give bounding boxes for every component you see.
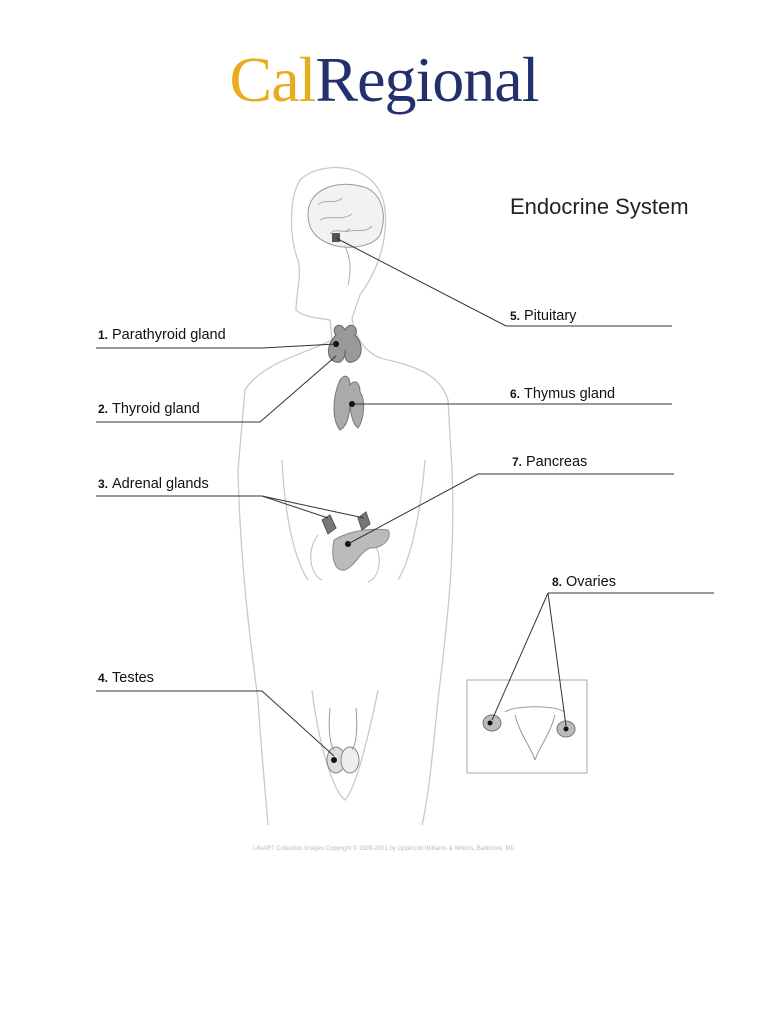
body-outline bbox=[237, 166, 454, 826]
label-number: 3. bbox=[98, 477, 109, 491]
label-text: Parathyroid gland bbox=[112, 327, 226, 343]
label-number: 2. bbox=[98, 402, 109, 416]
logo-regional: Regional bbox=[315, 44, 539, 115]
thymus-gland bbox=[333, 375, 365, 431]
label-number: 1. bbox=[98, 328, 109, 342]
leader-pancreas bbox=[347, 473, 674, 545]
ovaries-inset-box bbox=[466, 679, 588, 774]
label-thyroid: 2.Thyroid gland bbox=[98, 401, 200, 417]
testes bbox=[326, 707, 360, 774]
thyroid-gland bbox=[328, 324, 362, 363]
label-number: 7. bbox=[512, 455, 523, 469]
label-thymus: 6.Thymus gland bbox=[510, 386, 615, 402]
label-text: Adrenal glands bbox=[112, 476, 209, 492]
leader-lines bbox=[96, 237, 714, 757]
label-testes: 4.Testes bbox=[98, 670, 154, 686]
label-text: Thymus gland bbox=[524, 386, 616, 402]
leader-testes bbox=[96, 690, 335, 757]
label-ovaries: 8.Ovaries bbox=[552, 574, 616, 590]
pancreas bbox=[332, 528, 390, 571]
label-number: 6. bbox=[510, 387, 521, 401]
leader-adrenal bbox=[96, 495, 329, 519]
copyright-notice: LifeART Collection Images Copyright © 19… bbox=[253, 846, 515, 852]
label-adrenal: 3.Adrenal glands bbox=[98, 476, 209, 492]
leader-adrenal-2 bbox=[261, 495, 365, 519]
ovary-left-dot bbox=[487, 720, 493, 726]
leader-pituitary bbox=[335, 237, 672, 327]
thymus-dot bbox=[349, 401, 355, 407]
leader-ovary-right bbox=[547, 592, 567, 727]
label-text: Pancreas bbox=[526, 454, 588, 470]
label-number: 5. bbox=[510, 309, 521, 323]
testes-dot bbox=[331, 757, 337, 763]
label-parathyroid: 1.Parathyroid gland bbox=[98, 327, 226, 343]
adrenal-left bbox=[321, 514, 337, 535]
label-text: Ovaries bbox=[566, 574, 616, 590]
adrenal-right bbox=[357, 511, 371, 531]
label-text: Thyroid gland bbox=[112, 401, 200, 417]
logo-cal: Cal bbox=[229, 44, 317, 115]
diagram-title: Endocrine System bbox=[510, 194, 689, 219]
leader-ovary-left bbox=[491, 592, 549, 721]
leader-thyroid bbox=[96, 355, 337, 423]
pituitary-gland bbox=[332, 233, 340, 242]
label-text: Testes bbox=[112, 670, 154, 686]
calregional-logo: CalRegional bbox=[0, 40, 768, 120]
label-pancreas: 7.Pancreas bbox=[512, 454, 587, 470]
label-pituitary: 5.Pituitary bbox=[510, 308, 576, 324]
uterus bbox=[504, 706, 566, 761]
brain bbox=[307, 183, 384, 286]
label-number: 4. bbox=[98, 671, 109, 685]
label-text: Pituitary bbox=[524, 308, 577, 324]
label-number: 8. bbox=[552, 575, 563, 589]
leader-parathyroid bbox=[96, 343, 337, 349]
ovary-right-dot bbox=[563, 726, 569, 732]
